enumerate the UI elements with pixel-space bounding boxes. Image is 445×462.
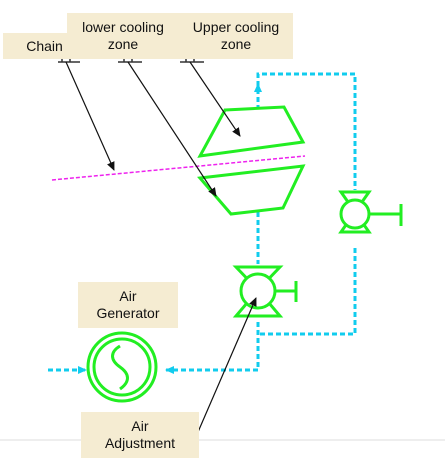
valve-main-disc [239, 272, 277, 310]
lower-zone-leader-arrow [127, 61, 217, 197]
butterfly-valve-icon [338, 190, 403, 234]
valve-right-disc [339, 198, 371, 230]
upper-zone-leader-arrow [189, 61, 241, 137]
chain-leader-arrow [65, 61, 115, 171]
upper-cooling-zone-label: Upper cooling zone [179, 13, 293, 59]
duct-top-return [256, 72, 357, 190]
lower-cooling-zone-label: lower cooling zone [67, 13, 179, 59]
lower-cooling-zone-chamber [197, 164, 306, 216]
air-adjustment-leader-arrow [197, 297, 257, 433]
cooling-chamber-icon [197, 105, 306, 216]
fan-generator-icon [86, 331, 158, 403]
chain-line [51, 155, 306, 181]
generator-impeller [111, 344, 129, 391]
air-adjustment-label: Air Adjustment [81, 412, 199, 458]
upper-cooling-zone-chamber [197, 105, 306, 158]
duct-right-down [260, 248, 357, 336]
air-adjustment-valve-icon [232, 265, 298, 318]
air-generator-label: Air Generator [78, 282, 178, 328]
